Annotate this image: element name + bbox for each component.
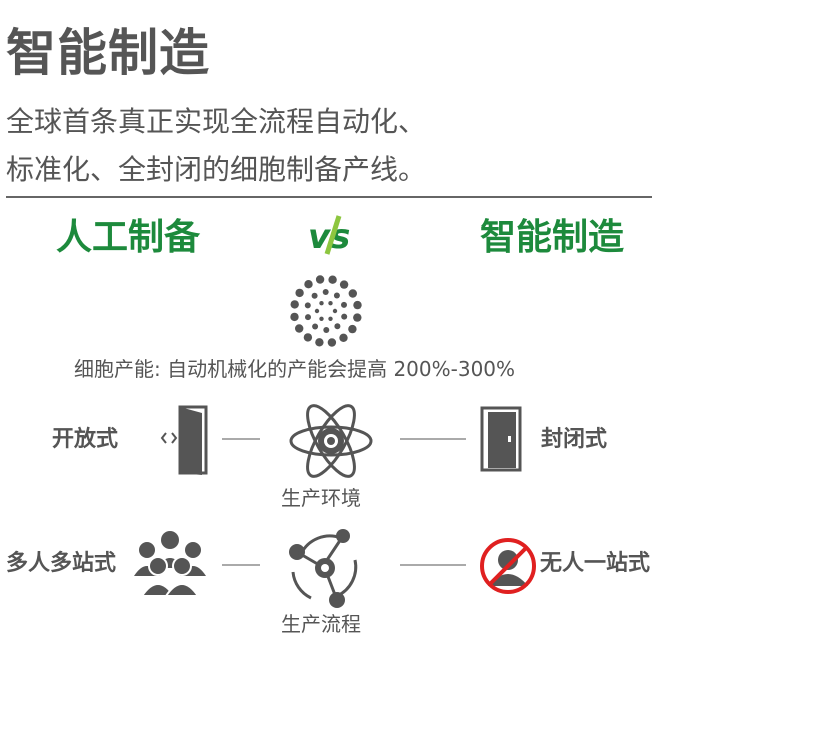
page-title: 智能制造 <box>6 24 210 82</box>
row-2-center-label: 生产流程 <box>281 612 361 636</box>
atom-icon <box>288 398 374 484</box>
group-people-icon <box>130 528 210 600</box>
row-1-left-label: 开放式 <box>52 427 119 452</box>
row-1-center-label: 生产环境 <box>281 486 361 510</box>
connector-line <box>222 564 260 566</box>
left-heading: 人工制备 <box>56 217 201 258</box>
open-door-icon <box>158 403 212 477</box>
process-network-icon <box>281 524 367 610</box>
closed-door-icon <box>480 406 524 472</box>
cell-dots-icon <box>283 272 369 350</box>
capacity-text: 细胞产能: 自动机械化的产能会提高 200%-300% <box>74 357 516 381</box>
connector-line <box>400 564 466 566</box>
row-1-right-label: 封闭式 <box>541 427 608 452</box>
no-person-icon <box>478 536 538 596</box>
subtitle-line-2: 标准化、全封闭的细胞制备产线。 <box>6 153 427 186</box>
divider <box>6 196 652 198</box>
row-2-left-label: 多人多站式 <box>6 551 117 576</box>
right-heading: 智能制造 <box>480 217 625 258</box>
connector-line <box>222 438 260 440</box>
connector-line <box>400 438 466 440</box>
vs-icon: vs <box>306 212 356 256</box>
row-2-right-label: 无人一站式 <box>540 551 651 576</box>
subtitle-line-1: 全球首条真正实现全流程自动化、 <box>6 105 427 138</box>
